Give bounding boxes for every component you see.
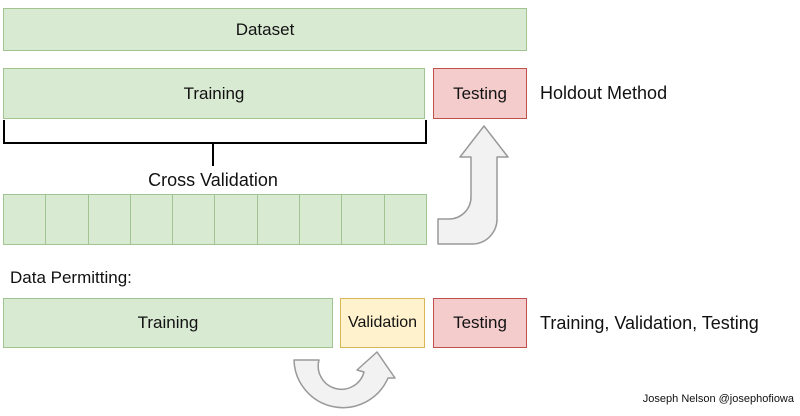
train-validation-test-caption: Training, Validation, Testing — [540, 312, 759, 333]
fold-cell — [88, 195, 131, 244]
final-testing-box: Testing — [433, 298, 527, 348]
cross-validation-label: Cross Validation — [148, 170, 278, 190]
final-testing-label: Testing — [453, 313, 507, 332]
fold-cell — [4, 195, 47, 244]
final-training-box: Training — [3, 298, 333, 348]
dataset-box: Dataset — [3, 8, 527, 51]
bent-up-arrow-icon — [437, 125, 509, 245]
data-permitting-heading: Data Permitting: — [10, 268, 132, 287]
final-validation-box: Validation — [340, 298, 425, 348]
final-training-label: Training — [137, 313, 199, 332]
holdout-training-box: Training — [3, 68, 425, 119]
cross-validation-bracket — [3, 120, 427, 144]
fold-cell — [257, 195, 301, 244]
fold-cell — [46, 195, 89, 244]
u-turn-arrow-icon — [293, 351, 396, 409]
holdout-testing-box: Testing — [433, 68, 527, 119]
cross-validation-bracket-tick — [212, 144, 214, 166]
final-validation-label: Validation — [347, 314, 418, 331]
dataset-label: Dataset — [235, 19, 295, 39]
fold-cell — [215, 195, 258, 244]
fold-cell — [342, 195, 385, 244]
holdout-testing-label: Testing — [453, 83, 507, 103]
cross-validation-fold-row — [3, 194, 427, 245]
fold-cell — [173, 195, 216, 244]
holdout-training-label: Training — [183, 83, 245, 103]
fold-cell — [384, 195, 426, 244]
fold-cell — [130, 195, 174, 244]
fold-cell — [300, 195, 343, 244]
holdout-method-caption: Holdout Method — [540, 83, 668, 103]
credit-text: Joseph Nelson @josephofiowa — [642, 393, 794, 405]
